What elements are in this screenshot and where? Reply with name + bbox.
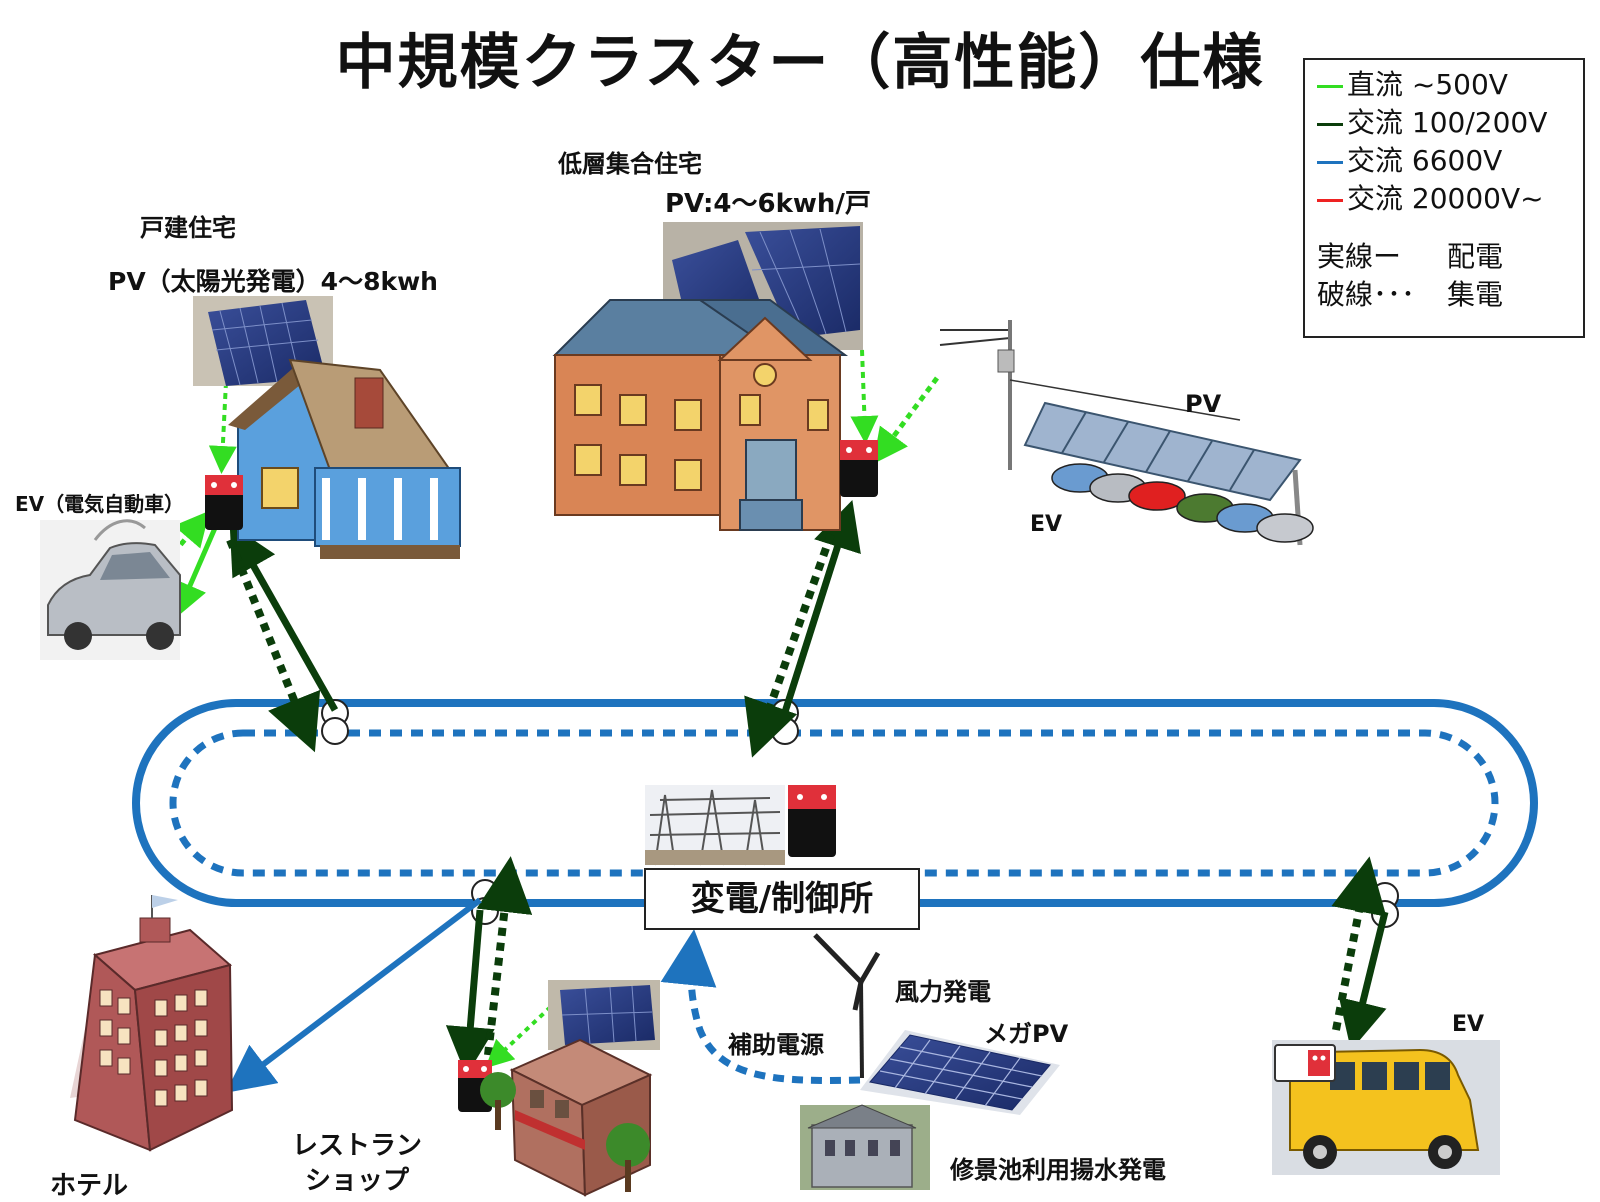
legend-swatch-ac-20000 [1317, 198, 1343, 202]
restaurant-label-line2: ショップ [305, 1166, 410, 1196]
apartment-pv-label: PV:4～6kwh/戸 [665, 189, 871, 219]
detached-house-pv-label: PV（太陽光発電）4～8kwh [108, 267, 438, 296]
house-pv-dc-line [208, 381, 237, 474]
wind-power-label: 風力発電 [895, 978, 991, 1006]
battery-icon [788, 785, 836, 857]
house-distribution-line [229, 523, 339, 712]
legend-item: 直流 ~500V [1317, 66, 1571, 104]
carport-pv-label: PV [1185, 390, 1222, 418]
substation-label: 変電/制御所 [644, 868, 920, 930]
restaurant-label-line1: レストラン [292, 1131, 423, 1161]
restaurant-building-icon [480, 1038, 653, 1197]
detached-house-icon [228, 358, 461, 559]
apartment-building-icon [552, 299, 849, 531]
pumped-hydro-label: 修景池利用揚水発電 [950, 1156, 1166, 1184]
bus-collection-line [1331, 856, 1387, 1031]
substation-icon [645, 785, 785, 866]
legend-swatch-ac-low [1317, 122, 1343, 126]
carport-ev-label: EV [1030, 512, 1063, 537]
apartment-distribution-line [781, 499, 861, 714]
battery-icon [205, 475, 243, 530]
legend-swatch-ac-6600 [1317, 160, 1343, 164]
aux-power-label: 補助電源 [728, 1031, 824, 1059]
hotel-building-icon [70, 895, 234, 1152]
legend-item: 交流 6600V [1317, 142, 1571, 180]
hotel-line [225, 897, 482, 1093]
ev-home-label: EV（電気自動車） [15, 492, 185, 516]
battery-icon [840, 440, 878, 497]
legend-dashed-line: 破線･･･集電 [1317, 278, 1504, 311]
carport-pv-icon [939, 320, 1314, 546]
legend-item: 交流 100/200V [1317, 104, 1571, 142]
detached-house-label: 戸建住宅 [140, 214, 236, 242]
wind-turbine-icon [813, 933, 881, 1079]
mega-pv-icon [860, 1030, 1060, 1115]
pumped-hydro-icon [800, 1104, 930, 1190]
legend-solid-line: 実線ー配電 [1317, 240, 1504, 273]
restaurant-distribution-line [445, 909, 495, 1076]
apartment-label: 低層集合住宅 [558, 150, 702, 178]
legend: 直流 ~500V 交流 100/200V 交流 6600V 交流 20000V~… [1303, 58, 1585, 338]
ev-bus-label: EV [1452, 1012, 1485, 1037]
apartment-pv-dc-line [850, 349, 879, 444]
hotel-label: ホテル [50, 1171, 129, 1201]
carport-dc-line [873, 376, 940, 465]
restaurant-pv-panel [548, 980, 660, 1050]
legend-swatch-dc [1317, 84, 1343, 88]
ev-car-icon [40, 519, 181, 660]
mega-pv-label: メガPV [984, 1020, 1069, 1048]
bus-charger-icon [1274, 1044, 1336, 1082]
legend-item: 交流 20000V~ [1317, 180, 1571, 218]
aux-power-collection-line [660, 929, 861, 1084]
page-title: 中規模クラスター（高性能）仕様 [335, 28, 1265, 98]
ring-dashed-6600v [169, 729, 1499, 877]
house-collection-line [226, 538, 321, 753]
restaurant-pv-dc-line [485, 998, 560, 1069]
bus-distribution-line [1338, 911, 1389, 1051]
ev-charge-dc-line [173, 527, 218, 618]
